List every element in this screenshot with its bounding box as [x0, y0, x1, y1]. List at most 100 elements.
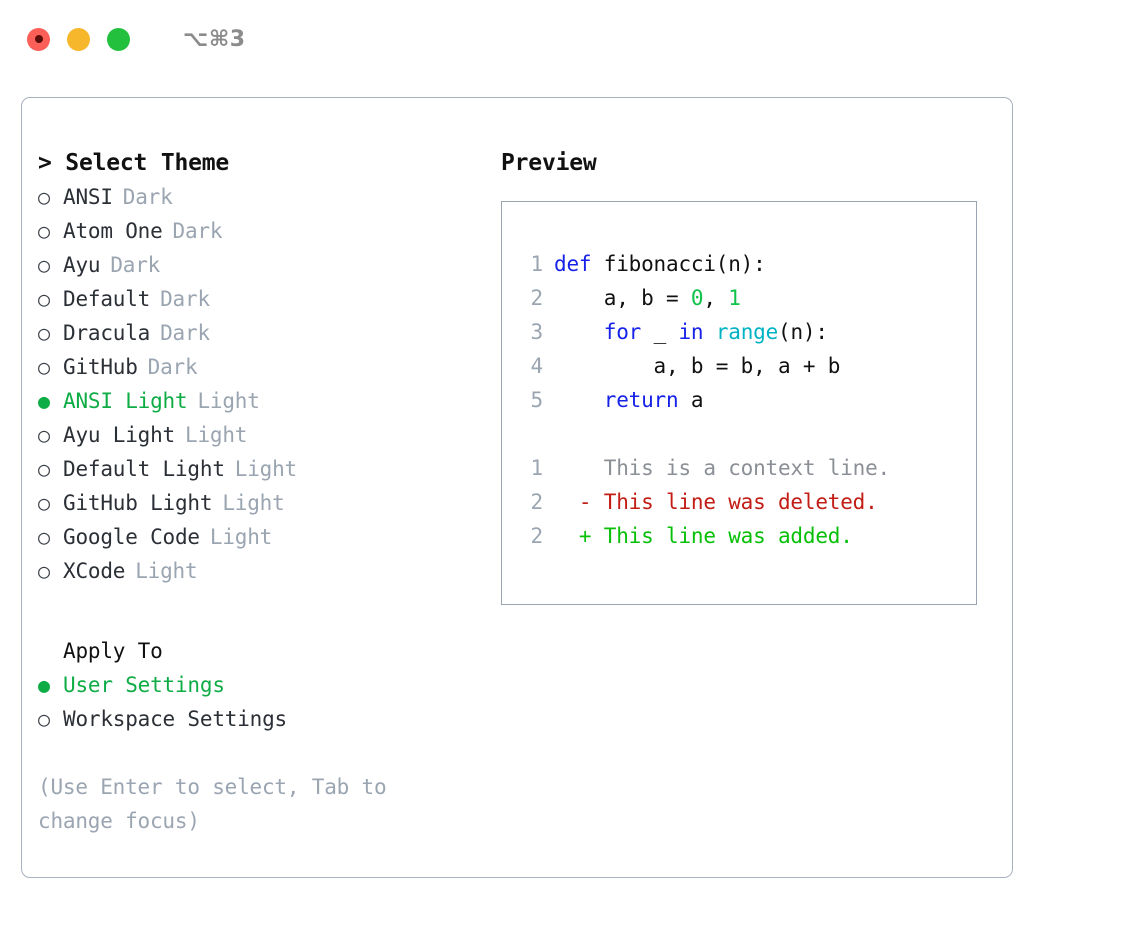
hint-spacer: [38, 736, 488, 770]
theme-option-ayu[interactable]: ○ Ayu Dark: [38, 248, 488, 282]
diff-line-number: 1: [530, 456, 544, 480]
keyboard-shortcut-label: ⌥⌘3: [183, 26, 246, 52]
theme-option-label: ANSI Light: [63, 389, 188, 413]
theme-option-variant: Dark: [122, 185, 173, 209]
section-spacer: [38, 588, 488, 634]
theme-option-variant: Light: [209, 525, 273, 549]
radio-selected-icon: ●: [38, 673, 50, 697]
apply-to-option-label: User Settings: [63, 673, 225, 697]
code-line-number: 4: [530, 354, 544, 378]
code-line-text: a, b = 0, 1: [554, 281, 741, 315]
diff-marker: [554, 451, 591, 485]
theme-option-variant: Dark: [160, 287, 210, 311]
diff-line-text: This is a context line.: [591, 456, 890, 480]
theme-option-variant: Dark: [110, 253, 161, 277]
diff-line-number: 2: [530, 490, 544, 514]
radio-unselected-icon: ○: [38, 423, 50, 447]
diff-line-del: 2 - This line was deleted.: [517, 485, 968, 519]
code-line-number: 2: [530, 286, 544, 310]
theme-option-ayu-light[interactable]: ○ Ayu Light Light: [38, 418, 488, 452]
radio-unselected-icon: ○: [38, 355, 50, 379]
theme-option-label: Default: [63, 287, 151, 311]
theme-option-github[interactable]: ○ GitHub Dark: [38, 350, 488, 384]
traffic-lights: [27, 27, 130, 51]
code-line-text: a, b = b, a + b: [554, 349, 841, 383]
select-theme-heading: > Select Theme: [38, 150, 230, 176]
diff-line-text: This line was deleted.: [591, 490, 878, 514]
theme-option-label: GitHub: [63, 355, 138, 379]
apply-to-bullet-placeholder: ○: [38, 634, 63, 668]
theme-option-variant: Dark: [160, 321, 210, 345]
code-token-plain: ,: [703, 286, 729, 310]
radio-unselected-icon: ○: [38, 491, 50, 515]
theme-option-variant: Dark: [172, 219, 223, 243]
theme-option-github-light[interactable]: ○ GitHub Light Light: [38, 486, 488, 520]
diff-line-text: This line was added.: [591, 524, 853, 548]
theme-option-label: ANSI: [63, 185, 113, 209]
code-token-plain: fibonacci(n):: [603, 252, 766, 276]
minimize-button[interactable]: [67, 27, 90, 51]
close-button[interactable]: [27, 27, 50, 51]
theme-option-variant: Light: [222, 491, 285, 515]
zoom-button[interactable]: [107, 27, 130, 51]
radio-unselected-icon: ○: [38, 185, 50, 209]
code-line-text: return a: [554, 383, 704, 417]
code-token-plain: _: [641, 320, 679, 344]
theme-option-ansi[interactable]: ○ ANSI Dark: [38, 180, 488, 214]
code-token-num: 1: [728, 286, 741, 310]
code-token-kw: for: [603, 320, 642, 344]
theme-option-label: Default Light: [63, 457, 225, 481]
diff-line-number: 2: [530, 524, 544, 548]
code-line-text: def fibonacci(n):: [554, 247, 766, 281]
radio-unselected-icon: ○: [38, 321, 50, 345]
theme-option-label: Ayu: [63, 253, 101, 277]
theme-option-variant: Light: [234, 457, 297, 481]
radio-unselected-icon: ○: [38, 707, 50, 731]
code-line-text: for _ in range(n):: [554, 315, 828, 349]
theme-option-variant: Dark: [147, 355, 198, 379]
radio-selected-icon: ●: [38, 389, 50, 413]
radio-unselected-icon: ○: [38, 253, 50, 277]
preview-heading: Preview: [501, 150, 597, 176]
code-line-number: 1: [530, 252, 544, 276]
code-line-number: 3: [530, 320, 544, 344]
code-token-plain: (n):: [778, 320, 828, 344]
diff-marker: +: [554, 524, 592, 548]
theme-option-label: XCode: [63, 559, 126, 583]
apply-to-option-label: Workspace Settings: [63, 707, 287, 731]
code-line: 2 a, b = 0, 1: [517, 281, 968, 315]
theme-option-default-light[interactable]: ○ Default Light Light: [38, 452, 488, 486]
apply-to-option-list[interactable]: ● User Settings ○ Workspace Settings: [38, 668, 488, 736]
apply-to-heading: ○ Apply To: [38, 634, 488, 668]
theme-option-label: Ayu Light: [63, 423, 175, 447]
theme-option-variant: Light: [185, 423, 248, 447]
theme-option-label: Atom One: [63, 219, 163, 243]
apply-to-option-user-settings[interactable]: ● User Settings: [38, 668, 488, 702]
code-line: 4 a, b = b, a + b: [517, 349, 968, 383]
code-token-plain: [703, 320, 715, 344]
apply-to-option-workspace-settings[interactable]: ○ Workspace Settings: [38, 702, 488, 736]
code-token-plain: a, b =: [554, 286, 691, 310]
diff-sample: 1 This is a context line. 2 - This line w…: [517, 451, 968, 553]
code-token-plain: a, b = b, a + b: [554, 354, 841, 378]
theme-option-variant: Light: [135, 559, 198, 583]
code-token-plain: [554, 388, 604, 412]
diff-marker: -: [554, 490, 592, 514]
theme-option-label: GitHub Light: [63, 491, 213, 515]
keyboard-hint-text: (Use Enter to select, Tab to change focu…: [38, 775, 387, 833]
diff-line-add: 2 + This line was added.: [517, 519, 968, 553]
radio-unselected-icon: ○: [38, 457, 50, 481]
